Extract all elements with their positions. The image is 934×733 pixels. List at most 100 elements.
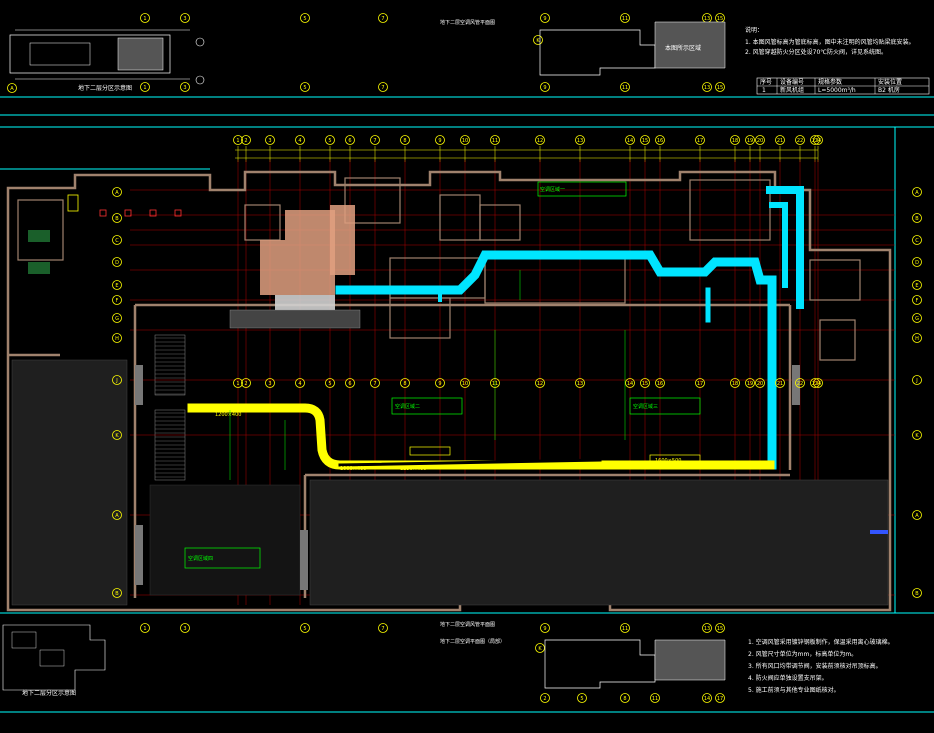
axis-label: 17 [697,138,703,144]
grid-axis-bubble: 5 [325,378,335,388]
axis-label: 8 [623,696,626,702]
axis-label: 11 [492,381,498,387]
table-cell: L=5000m³/h [818,87,856,94]
grid-axis-bubble: 3 [180,13,190,23]
grid-axis-bubble: A [912,187,922,197]
axis-label: 5 [303,16,306,22]
air-handling-unit-room [229,205,361,329]
bottom-plan-subtitle: 地下二层空调平面图（局部） [440,638,505,645]
grid-axis-bubble: 11 [490,135,500,145]
zone-label: 空调区域一 [540,186,565,193]
axis-label: F [116,298,119,304]
grid-axis-bubble: 1 [140,82,150,92]
grid-axis-bubble: 10 [460,135,470,145]
grid-axis-bubble: E [912,280,922,290]
grid-axis-bubble: 19 [745,135,755,145]
grid-axis-bubble: 9 [540,82,550,92]
axis-label: 18 [732,138,738,144]
axis-label: 9 [543,626,546,632]
grid-axis-bubble: 3 [180,623,190,633]
grid-axis-bubble: 14 [625,135,635,145]
axis-label: E [115,283,118,289]
axis-label: E [915,283,918,289]
bottom-left-keyplan: 地下二层分区示意图 [2,624,106,697]
axis-label: 3 [268,381,271,387]
blue-marker [870,530,888,534]
axis-label: 7 [381,85,384,91]
red-equipment-markers [99,209,182,217]
grid-axis-bubble: G [112,313,122,323]
axis-label: 19 [747,381,753,387]
axis-label: 7 [381,626,384,632]
axis-label: 1 [236,381,239,387]
grid-axis-bubble: 12 [535,378,545,388]
top-left-keyplan: 地下二层分区示意图 [9,29,205,92]
main-floor-plan: 空调区域一 空调区域二 空调区域三 空调区域四 1000×400 1250×40… [6,135,922,612]
grid-axis-bubble: 9 [540,13,550,23]
axis-label: 2 [244,138,247,144]
axis-label: 7 [373,381,376,387]
axis-label: 1 [143,16,146,22]
grid-axis-bubble: 7 [378,13,388,23]
grid-axis-bubble: K [533,35,543,45]
grid-axis-bubble: 24 [813,378,823,388]
axis-label: 24 [815,138,821,144]
axis-label: 21 [777,138,783,144]
axis-label: 9 [543,85,546,91]
grid-axis-bubble: 5 [300,82,310,92]
axis-label: 7 [373,138,376,144]
axis-label: 13 [704,85,710,91]
grid-axis-bubble: 24 [813,135,823,145]
grid-axis-bubble: 7 [370,135,380,145]
axis-label: 18 [732,381,738,387]
grid-axis-bubble: 11 [620,13,630,23]
grid-axis-bubble: K [912,430,922,440]
grid-axis-bubble: 18 [730,135,740,145]
duct-size-label: 1600×500 [655,458,681,464]
axis-label: 4 [298,138,301,144]
axis-label: 3 [183,626,186,632]
axis-label: 11 [652,696,658,702]
grid-axis-bubble: A [7,83,17,93]
stair-block [154,334,186,481]
grid-axis-bubble: G [912,313,922,323]
top-axis-bubbles: 1133557799111113131515AKJ [7,13,725,93]
grid-axis-bubble: 15 [715,623,725,633]
green-leader-lines [229,270,626,480]
mechanical-rooms [17,177,861,361]
bottom-axis-bubbles: 13579111315258111417KJ [140,623,725,703]
axis-label: B [915,216,919,222]
grid-axis-bubble: 9 [435,378,445,388]
axis-label: 19 [747,138,753,144]
grid-axis-bubble: 21 [775,378,785,388]
axis-label: C [915,238,919,244]
note-line: 4. 防火阀应单独设置支吊架。 [748,674,828,682]
grid-axis-bubble: 8 [400,135,410,145]
axis-label: 10 [462,138,468,144]
axis-label: B [915,591,919,597]
grid-axis-bubble: 9 [435,135,445,145]
axis-label: A [915,513,919,519]
grid-axis-bubble: B [112,588,122,598]
axis-label: 6 [348,381,351,387]
top-keyplan-caption: 地下二层分区示意图 [78,84,132,92]
note-line: 1. 空调风管采用镀锌钢板制作，保温采用离心玻璃棉。 [748,638,894,646]
grid-axis-bubble: 13 [702,13,712,23]
top-notes-block: 说明： 1. 本图风管标高为管底标高，图中未注明的风管均贴梁底安装。 2. 风管… [745,26,915,56]
axis-label: 9 [438,138,441,144]
axis-label: G [915,316,919,322]
axis-label: F [916,298,919,304]
grid-axis-bubble: 15 [715,13,725,23]
axis-label: 10 [462,381,468,387]
note-line: 3. 所有风口均带调节阀，安装前须核对吊顶标高。 [748,662,882,670]
bottom-notes-block: 1. 空调风管采用镀锌钢板制作，保温采用离心玻璃棉。 2. 风管尺寸单位为mm，… [748,638,894,694]
bottom-middle-keyplan [544,639,726,689]
grid-axis-bubble: B [112,213,122,223]
grid-axis-bubble: H [112,333,122,343]
drawing-frame [0,96,934,713]
axis-label: C [115,238,119,244]
axis-label: 20 [757,138,763,144]
grid-axis-bubble: 14 [625,378,635,388]
grid-axis-bubble: 10 [460,378,470,388]
grid-axis-bubble: 1 [233,378,243,388]
